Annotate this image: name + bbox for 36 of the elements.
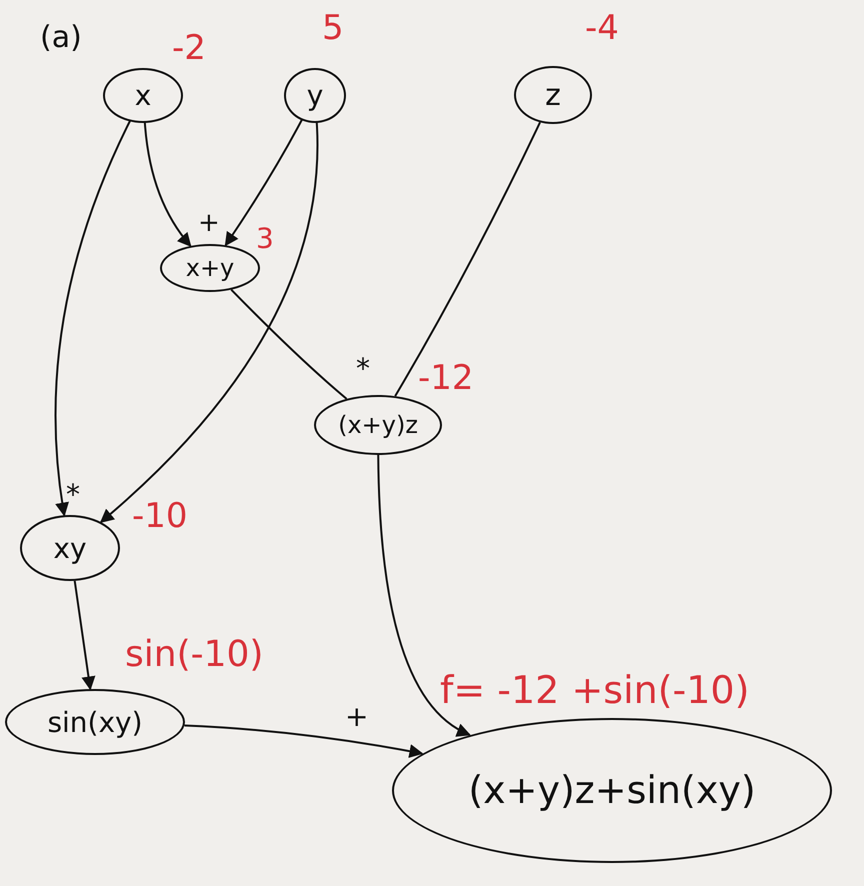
arrow <box>377 454 471 736</box>
node-text: (x+y)z+sin(xy) <box>468 768 756 812</box>
value-label: -10 <box>132 496 188 536</box>
node-text: (x+y)z <box>338 411 418 439</box>
value-label: sin(-10) <box>125 634 264 675</box>
arrow <box>100 122 318 523</box>
operator-label: + <box>198 208 220 238</box>
value-label: 3 <box>256 222 274 255</box>
node-text: x+y <box>186 254 234 282</box>
node-ellipse <box>392 718 832 862</box>
node-ellipse <box>5 689 185 755</box>
node-text: z <box>545 78 561 112</box>
arrow <box>144 122 192 247</box>
panel-label: (a) <box>40 20 82 55</box>
node-ellipse <box>514 66 592 124</box>
node-text: sin(xy) <box>47 706 143 738</box>
arrow <box>224 119 303 246</box>
value-label: -4 <box>585 8 619 48</box>
node-ellipse <box>160 244 260 292</box>
operator-label: * <box>66 478 80 511</box>
value-label: 5 <box>322 8 344 48</box>
arrow <box>74 580 96 690</box>
operator-label: + <box>345 700 368 733</box>
value-label: -2 <box>172 28 206 68</box>
arrow <box>54 120 131 517</box>
node-ellipse <box>20 515 120 581</box>
arrow <box>184 724 424 758</box>
value-label: -12 <box>418 358 474 398</box>
value-label: f= -12 +sin(-10) <box>440 668 750 712</box>
node-ellipse <box>103 68 183 122</box>
node-text: y <box>306 78 324 112</box>
node-text: x <box>134 78 152 112</box>
node-text: xy <box>53 532 87 564</box>
node-ellipse <box>314 395 442 455</box>
operator-label: * <box>356 352 370 385</box>
node-ellipse <box>284 68 346 122</box>
